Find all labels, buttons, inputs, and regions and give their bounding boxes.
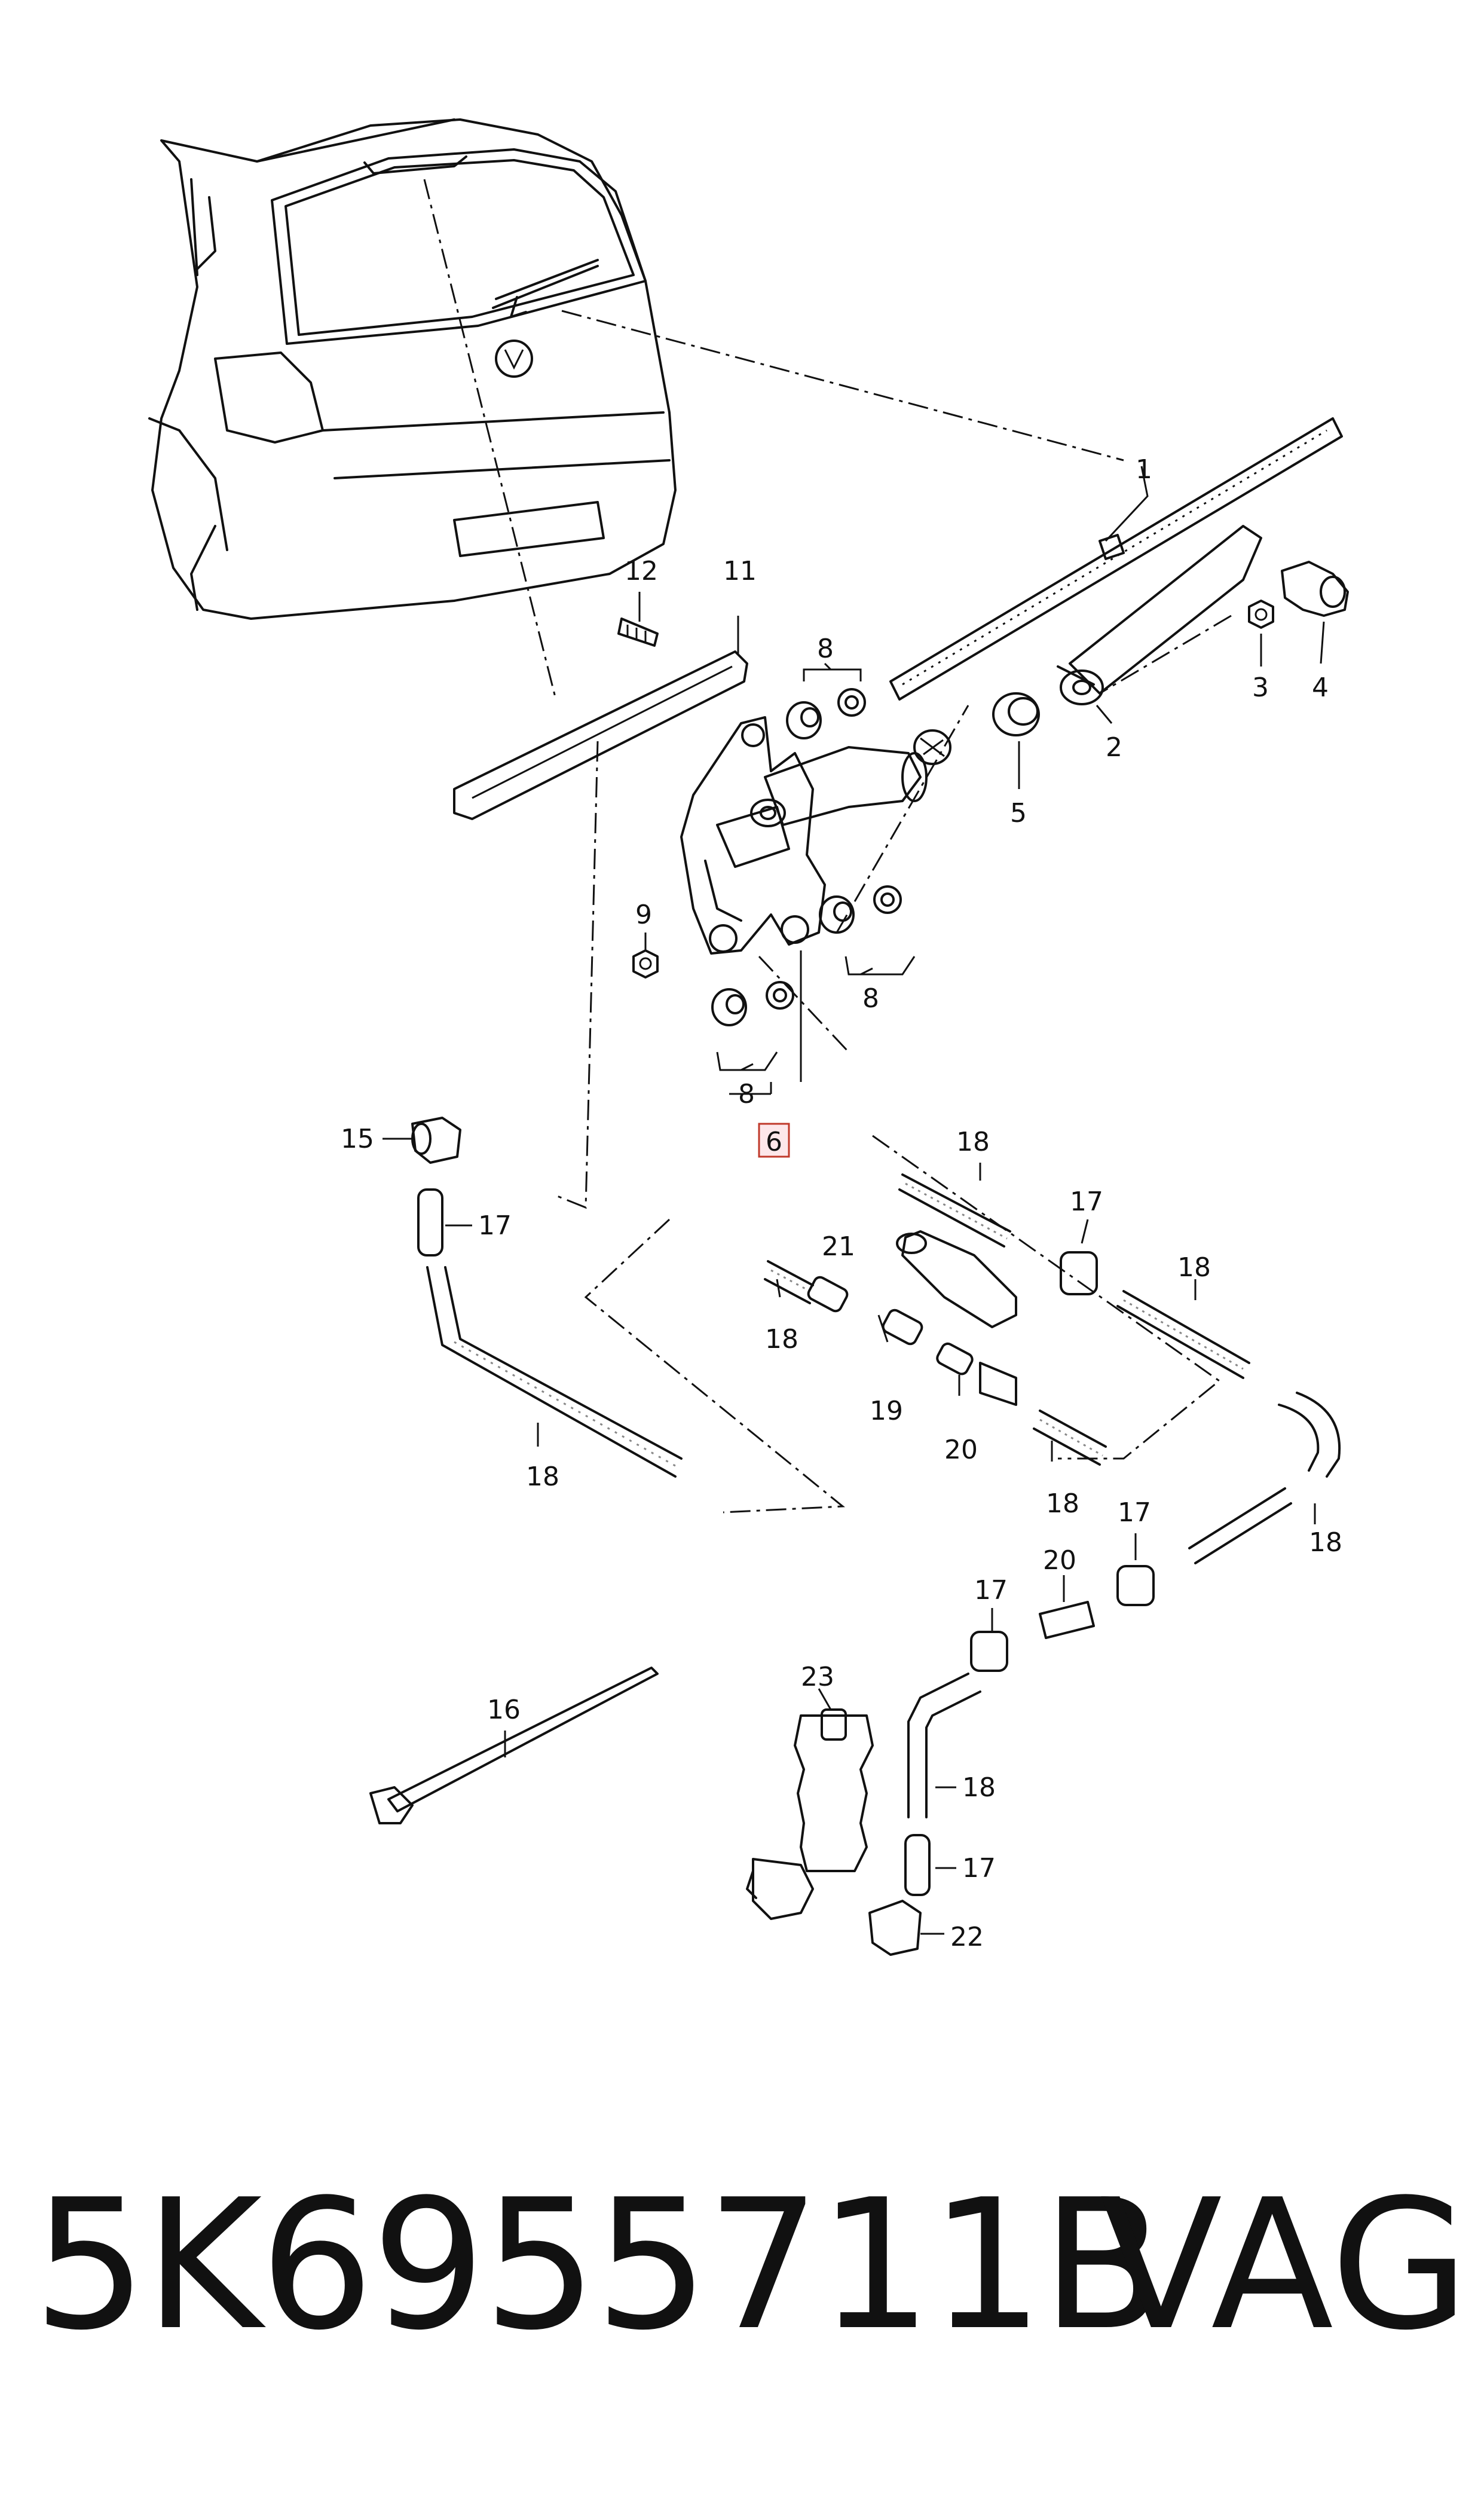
hose-sleeve-left	[417, 1188, 443, 1257]
callout-18-far-right: 18	[1309, 1527, 1342, 1558]
callout-18-left: 18	[526, 1462, 559, 1492]
callout-11: 11	[723, 556, 757, 586]
callout-8-top: 8	[817, 634, 834, 664]
callout-18-center: 18	[765, 1324, 798, 1355]
part-number-label: 5K6955711B	[33, 2161, 1164, 2370]
callout-3: 3	[1252, 672, 1269, 703]
callout-18-top: 18	[956, 1127, 990, 1157]
hose-connector-15	[411, 1117, 461, 1164]
cable-tie	[369, 1667, 659, 1824]
callout-18-center-low: 18	[1046, 1488, 1079, 1519]
washer-pump	[746, 1708, 874, 1920]
rubber-mounts-bottom	[711, 981, 794, 1026]
callout-17-left: 17	[478, 1210, 512, 1241]
callout-20-right: 20	[1043, 1545, 1076, 1576]
callout-21: 21	[822, 1231, 855, 1262]
hose-group-center	[764, 1230, 1107, 1466]
rubber-mounts-top	[786, 688, 866, 739]
callout-20-center: 20	[944, 1435, 978, 1465]
callout-18-pump: 18	[962, 1772, 996, 1803]
callout-5: 5	[1010, 798, 1027, 829]
callout-15: 15	[341, 1124, 374, 1154]
callout-numbers: 1 2 3 4 5 6 8 8 8 9 11 12 15 16 17 17 17…	[341, 454, 1342, 1952]
callout-12: 12	[625, 556, 658, 586]
callout-17-low: 17	[974, 1575, 1008, 1606]
callout-17-mid: 17	[1118, 1497, 1151, 1528]
callout-2: 2	[1106, 732, 1122, 763]
callout-23: 23	[801, 1662, 834, 1692]
rubber-mounts-right	[819, 885, 902, 934]
wiper-arm	[1057, 525, 1262, 705]
callout-8-bottom: 8	[738, 1079, 755, 1109]
callout-9: 9	[635, 900, 652, 930]
seal-washer	[913, 692, 1040, 765]
callout-4: 4	[1312, 672, 1329, 703]
wiper-motor	[680, 716, 928, 955]
exploded-parts-diagram: 1 2 3 4 5 6 8 8 8 9 11 12 15 16 17 17 17…	[148, 118, 1349, 1956]
callout-6: 6	[766, 1127, 782, 1157]
callout-1: 1	[1136, 454, 1152, 485]
wiper-blade	[889, 417, 1343, 701]
callout-22: 22	[950, 1922, 984, 1952]
reference-lines	[423, 179, 1232, 1514]
callout-17-top: 17	[1070, 1187, 1103, 1217]
retaining-clip	[617, 617, 659, 647]
brand-label: VAG	[1100, 2161, 1470, 2370]
leader-lines	[383, 466, 1325, 1935]
highlight-box	[758, 1123, 790, 1158]
callout-17-pump: 17	[962, 1853, 996, 1884]
cover-cap	[1281, 561, 1349, 617]
callout-16: 16	[487, 1695, 521, 1725]
callout-19: 19	[870, 1396, 903, 1426]
trim-strip	[453, 650, 748, 820]
callout-18-right: 18	[1177, 1252, 1211, 1283]
hex-nut	[632, 949, 659, 979]
hose-group-right	[898, 1173, 1341, 1672]
pump-hose-lower	[868, 1673, 981, 1956]
washer-hose-left	[426, 1266, 683, 1478]
car-rear-illustration	[148, 118, 677, 620]
cap-nut	[1248, 600, 1274, 629]
callout-8-right: 8	[862, 983, 879, 1014]
